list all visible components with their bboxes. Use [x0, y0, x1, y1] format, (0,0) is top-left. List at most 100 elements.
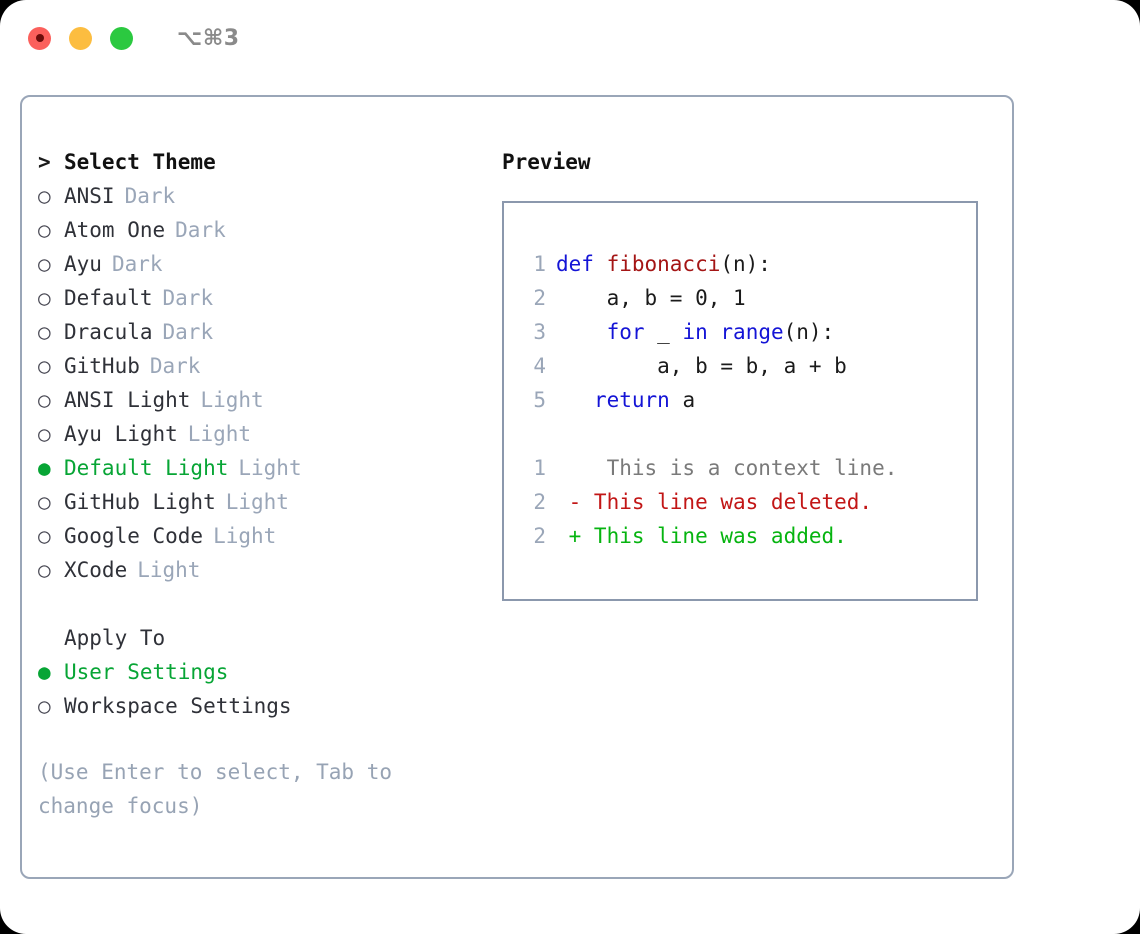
diff-line: 2 + This line was added. [524, 519, 976, 553]
code-token-kw: return [593, 388, 670, 412]
code-token-kw: for [606, 320, 645, 344]
apply-to-label: Workspace Settings [64, 694, 292, 718]
code-text: a, b = 0, 1 [556, 281, 746, 315]
radio-icon[interactable]: ○ [38, 286, 51, 310]
radio-icon[interactable]: ○ [38, 490, 51, 514]
radio-icon[interactable]: ○ [38, 252, 51, 276]
code-token-txt: _ [644, 320, 683, 344]
radio-icon[interactable]: ○ [38, 184, 51, 208]
keyboard-shortcut-label: ⌥⌘3 [177, 25, 240, 51]
code-line: 2 a, b = 0, 1 [524, 281, 976, 315]
apply-to-item[interactable]: ● User Settings [38, 655, 484, 689]
maximize-window-icon[interactable] [110, 26, 133, 50]
radio-icon[interactable]: ○ [38, 354, 51, 378]
theme-name: ANSI [64, 184, 115, 208]
theme-name: Default [64, 286, 153, 310]
theme-list-item[interactable]: ○ Default Dark [38, 281, 484, 315]
theme-list-item[interactable]: ○ GitHub Dark [38, 349, 484, 383]
theme-name: GitHub [64, 354, 140, 378]
theme-name: Ayu [64, 252, 102, 276]
code-text: for _ in range(n): [556, 315, 835, 349]
theme-variant-tag: Light [200, 388, 264, 412]
code-token-txt [556, 320, 607, 344]
theme-name: GitHub Light [64, 490, 216, 514]
diff-text: This is a context line. [556, 456, 898, 480]
apply-to-item[interactable]: ○ Workspace Settings [38, 689, 484, 723]
theme-variant-tag: Dark [124, 184, 176, 208]
radio-selected-icon[interactable]: ● [38, 660, 51, 684]
apply-to-header: Apply To [38, 621, 484, 655]
diff-sample: 1 This is a context line. 2 - This line w… [524, 451, 976, 553]
code-line: 3 for _ in range(n): [524, 315, 976, 349]
radio-icon[interactable]: ○ [38, 422, 51, 446]
apply-to-list: ● User Settings ○ Workspace Settings [38, 655, 484, 723]
code-token-txt [708, 320, 721, 344]
close-window-icon[interactable] [28, 26, 51, 50]
apply-to-title: Apply To [64, 626, 166, 650]
theme-list-item[interactable]: ● Default Light Light [38, 451, 484, 485]
radio-icon[interactable]: ○ [38, 320, 51, 344]
theme-variant-tag: Dark [162, 286, 214, 310]
code-text: return a [556, 383, 695, 417]
theme-list-item[interactable]: ○ Atom One Dark [38, 213, 484, 247]
code-token-txt: a [669, 388, 696, 412]
code-text: a, b = b, a + b [556, 349, 847, 383]
theme-name: Ayu Light [64, 422, 178, 446]
theme-variant-tag: Light [213, 524, 277, 548]
preview-title: Preview [502, 150, 591, 174]
select-theme-header: > Select Theme [38, 145, 484, 179]
code-token-txt [556, 388, 594, 412]
radio-selected-icon[interactable]: ● [38, 456, 51, 480]
code-token-txt: (n): [720, 252, 771, 276]
code-text: def fibonacci(n): [556, 247, 771, 281]
radio-icon[interactable]: ○ [38, 558, 51, 582]
title-bar: ⌥⌘3 [0, 0, 1140, 76]
radio-icon[interactable]: ○ [38, 524, 51, 548]
diff-line: 1 This is a context line. [524, 451, 976, 485]
line-number: 4 [533, 354, 546, 378]
code-token-txt: a, b = b, a + b [556, 354, 847, 378]
code-token-kw: in [682, 320, 708, 344]
code-token-kw: range [720, 320, 784, 344]
theme-list-item[interactable]: ○ ANSI Light Light [38, 383, 484, 417]
apply-to-gutter [38, 621, 64, 655]
code-token-txt: (n): [783, 320, 835, 344]
line-number: 1 [533, 456, 546, 480]
theme-name: ANSI Light [64, 388, 191, 412]
theme-list-item[interactable]: ○ ANSI Dark [38, 179, 484, 213]
code-token-fn: fibonacci [606, 252, 721, 276]
theme-name: Default Light [64, 456, 229, 480]
theme-variant-tag: Dark [149, 354, 201, 378]
theme-list-item[interactable]: ○ Ayu Light Light [38, 417, 484, 451]
diff-text: - This line was deleted. [556, 490, 873, 514]
code-line: 5 return a [524, 383, 976, 417]
line-number: 2 [533, 490, 546, 514]
theme-variant-tag: Light [187, 422, 252, 446]
apply-to-label: User Settings [64, 660, 229, 684]
select-theme-title: Select Theme [64, 150, 216, 174]
theme-variant-tag: Dark [175, 218, 226, 242]
radio-icon[interactable]: ○ [38, 388, 51, 412]
caret-icon: > [38, 150, 51, 174]
window-controls [28, 26, 133, 50]
list-spacer [38, 587, 484, 621]
minimize-window-icon[interactable] [69, 26, 92, 50]
theme-name: Dracula [64, 320, 153, 344]
radio-icon[interactable]: ○ [38, 218, 51, 242]
theme-name: Atom One [64, 218, 166, 242]
theme-variant-tag: Light [238, 456, 302, 480]
radio-icon[interactable]: ○ [38, 694, 51, 718]
